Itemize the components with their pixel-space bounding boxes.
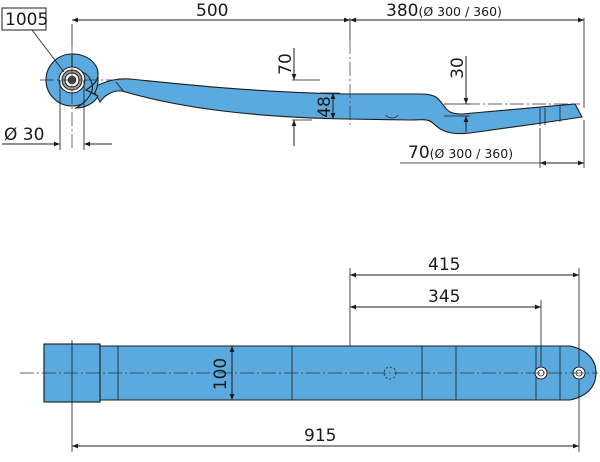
dim-415-label: 415 bbox=[428, 255, 460, 275]
top-view: 415 345 100 915 bbox=[20, 255, 598, 452]
dim-915-label: 915 bbox=[304, 426, 336, 446]
dim-48-label: 48 bbox=[315, 96, 335, 118]
dim-100-label: 100 bbox=[211, 358, 231, 390]
dim-380-label: 380(Ø 300 / 360) bbox=[386, 1, 502, 21]
dim-345-label: 345 bbox=[428, 287, 460, 307]
dim-eye-diameter-label: Ø 30 bbox=[4, 125, 44, 145]
dim-30-label: 30 bbox=[448, 57, 468, 79]
side-view: 500 380(Ø 300 / 360) 70 48 30 Ø 30 70(Ø … bbox=[1, 1, 585, 168]
dim-bottom-70-label: 70(Ø 300 / 360) bbox=[408, 143, 513, 163]
dim-500-label: 500 bbox=[196, 1, 228, 21]
dim-70-label: 70 bbox=[276, 53, 296, 75]
part-number-box bbox=[1, 7, 47, 31]
part-number-label: 1005 bbox=[5, 10, 48, 30]
spring-leaf-side bbox=[91, 78, 583, 135]
